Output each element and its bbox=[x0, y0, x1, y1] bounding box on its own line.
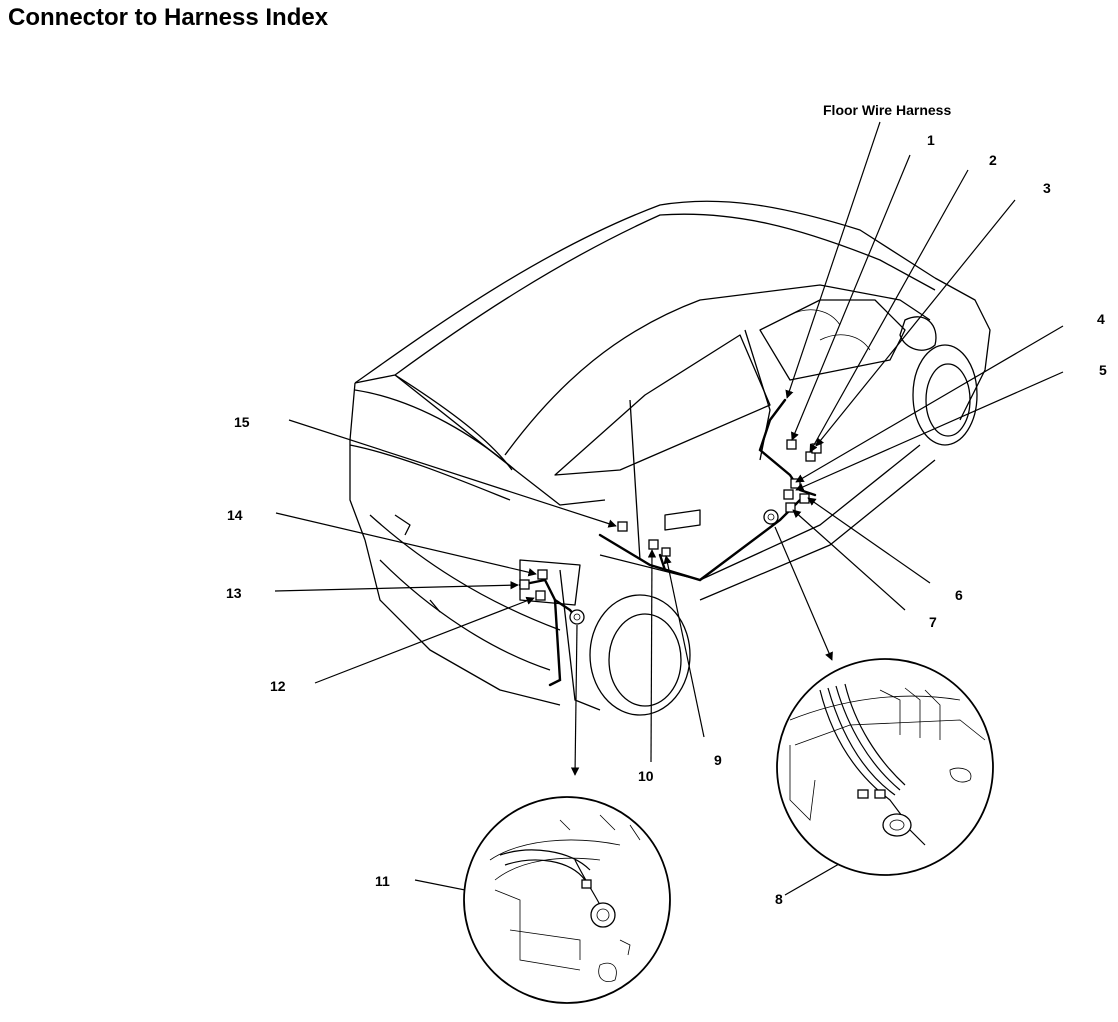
callout-6: 6 bbox=[955, 587, 963, 603]
callout-15: 15 bbox=[234, 414, 250, 430]
callout-8: 8 bbox=[775, 891, 783, 907]
connector-13 bbox=[519, 579, 530, 590]
floor-wire-harness-label: Floor Wire Harness bbox=[823, 102, 952, 118]
callout-5: 5 bbox=[1099, 362, 1107, 378]
leader-lines bbox=[274, 121, 1064, 918]
callout-9: 9 bbox=[714, 752, 722, 768]
callout-12: 12 bbox=[270, 678, 286, 694]
harness-wires bbox=[518, 398, 817, 687]
callout-13: 13 bbox=[226, 585, 242, 601]
connector-5 bbox=[783, 489, 794, 500]
ground-8 bbox=[763, 509, 779, 525]
callout-2: 2 bbox=[989, 152, 997, 168]
callout-7: 7 bbox=[929, 614, 937, 630]
connector-9 bbox=[661, 547, 671, 557]
callout-1: 1 bbox=[927, 132, 935, 148]
connector-15 bbox=[617, 521, 628, 532]
callout-10: 10 bbox=[638, 768, 654, 784]
callout-4: 4 bbox=[1097, 311, 1105, 327]
page-title: Connector to Harness Index bbox=[8, 4, 329, 31]
detail-view-ground-8 bbox=[776, 658, 994, 876]
connector-10 bbox=[648, 539, 659, 550]
connectors bbox=[519, 439, 822, 625]
callout-3: 3 bbox=[1043, 180, 1051, 196]
connector-1 bbox=[786, 439, 797, 450]
detail-view-ground-11 bbox=[463, 796, 671, 1004]
callout-14: 14 bbox=[227, 507, 243, 523]
callout-11: 11 bbox=[375, 873, 390, 889]
connector-7 bbox=[785, 502, 796, 513]
connector-6 bbox=[799, 493, 810, 504]
connector-14 bbox=[537, 569, 548, 580]
vehicle-outline bbox=[349, 200, 991, 716]
ground-11 bbox=[569, 609, 585, 625]
connector-12 bbox=[535, 590, 546, 601]
